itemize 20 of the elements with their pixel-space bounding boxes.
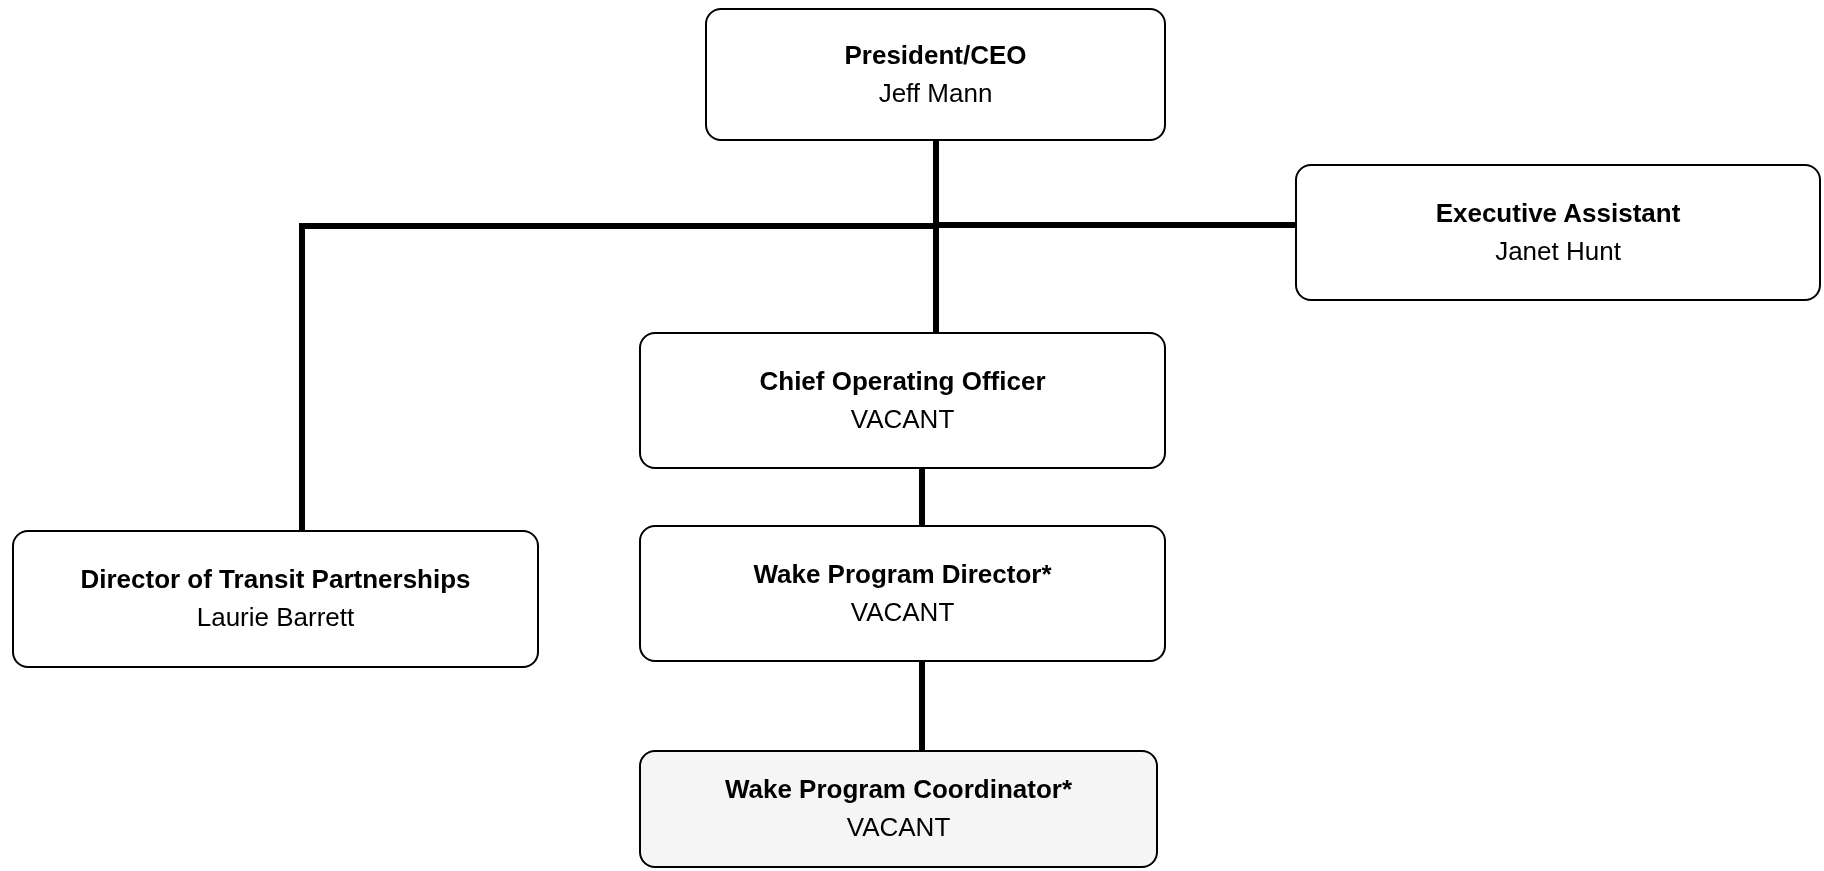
org-chart-box xyxy=(639,525,1166,662)
person-name: Jeff Mann xyxy=(878,76,993,110)
job-title: Executive Assistant xyxy=(1435,196,1681,230)
connector-line xyxy=(919,662,925,750)
org-chart-box xyxy=(639,332,1166,469)
person-name: VACANT xyxy=(850,595,955,629)
job-title: Wake Program Director* xyxy=(753,557,1052,591)
org-chart-box xyxy=(705,8,1166,141)
job-title: President/CEO xyxy=(844,38,1027,72)
person-name: Janet Hunt xyxy=(1495,234,1621,268)
job-title: Director of Transit Partnerships xyxy=(80,563,471,597)
org-chart-box xyxy=(12,530,539,668)
org-chart-box xyxy=(1295,164,1821,301)
job-title: Chief Operating Officer xyxy=(759,364,1046,398)
person-name: VACANT xyxy=(850,402,955,436)
job-title: Wake Program Coordinator* xyxy=(724,773,1073,807)
org-chart-box xyxy=(639,750,1158,868)
connector-line xyxy=(919,469,925,525)
person-name: Laurie Barrett xyxy=(196,601,355,634)
person-name: VACANT xyxy=(846,811,951,844)
